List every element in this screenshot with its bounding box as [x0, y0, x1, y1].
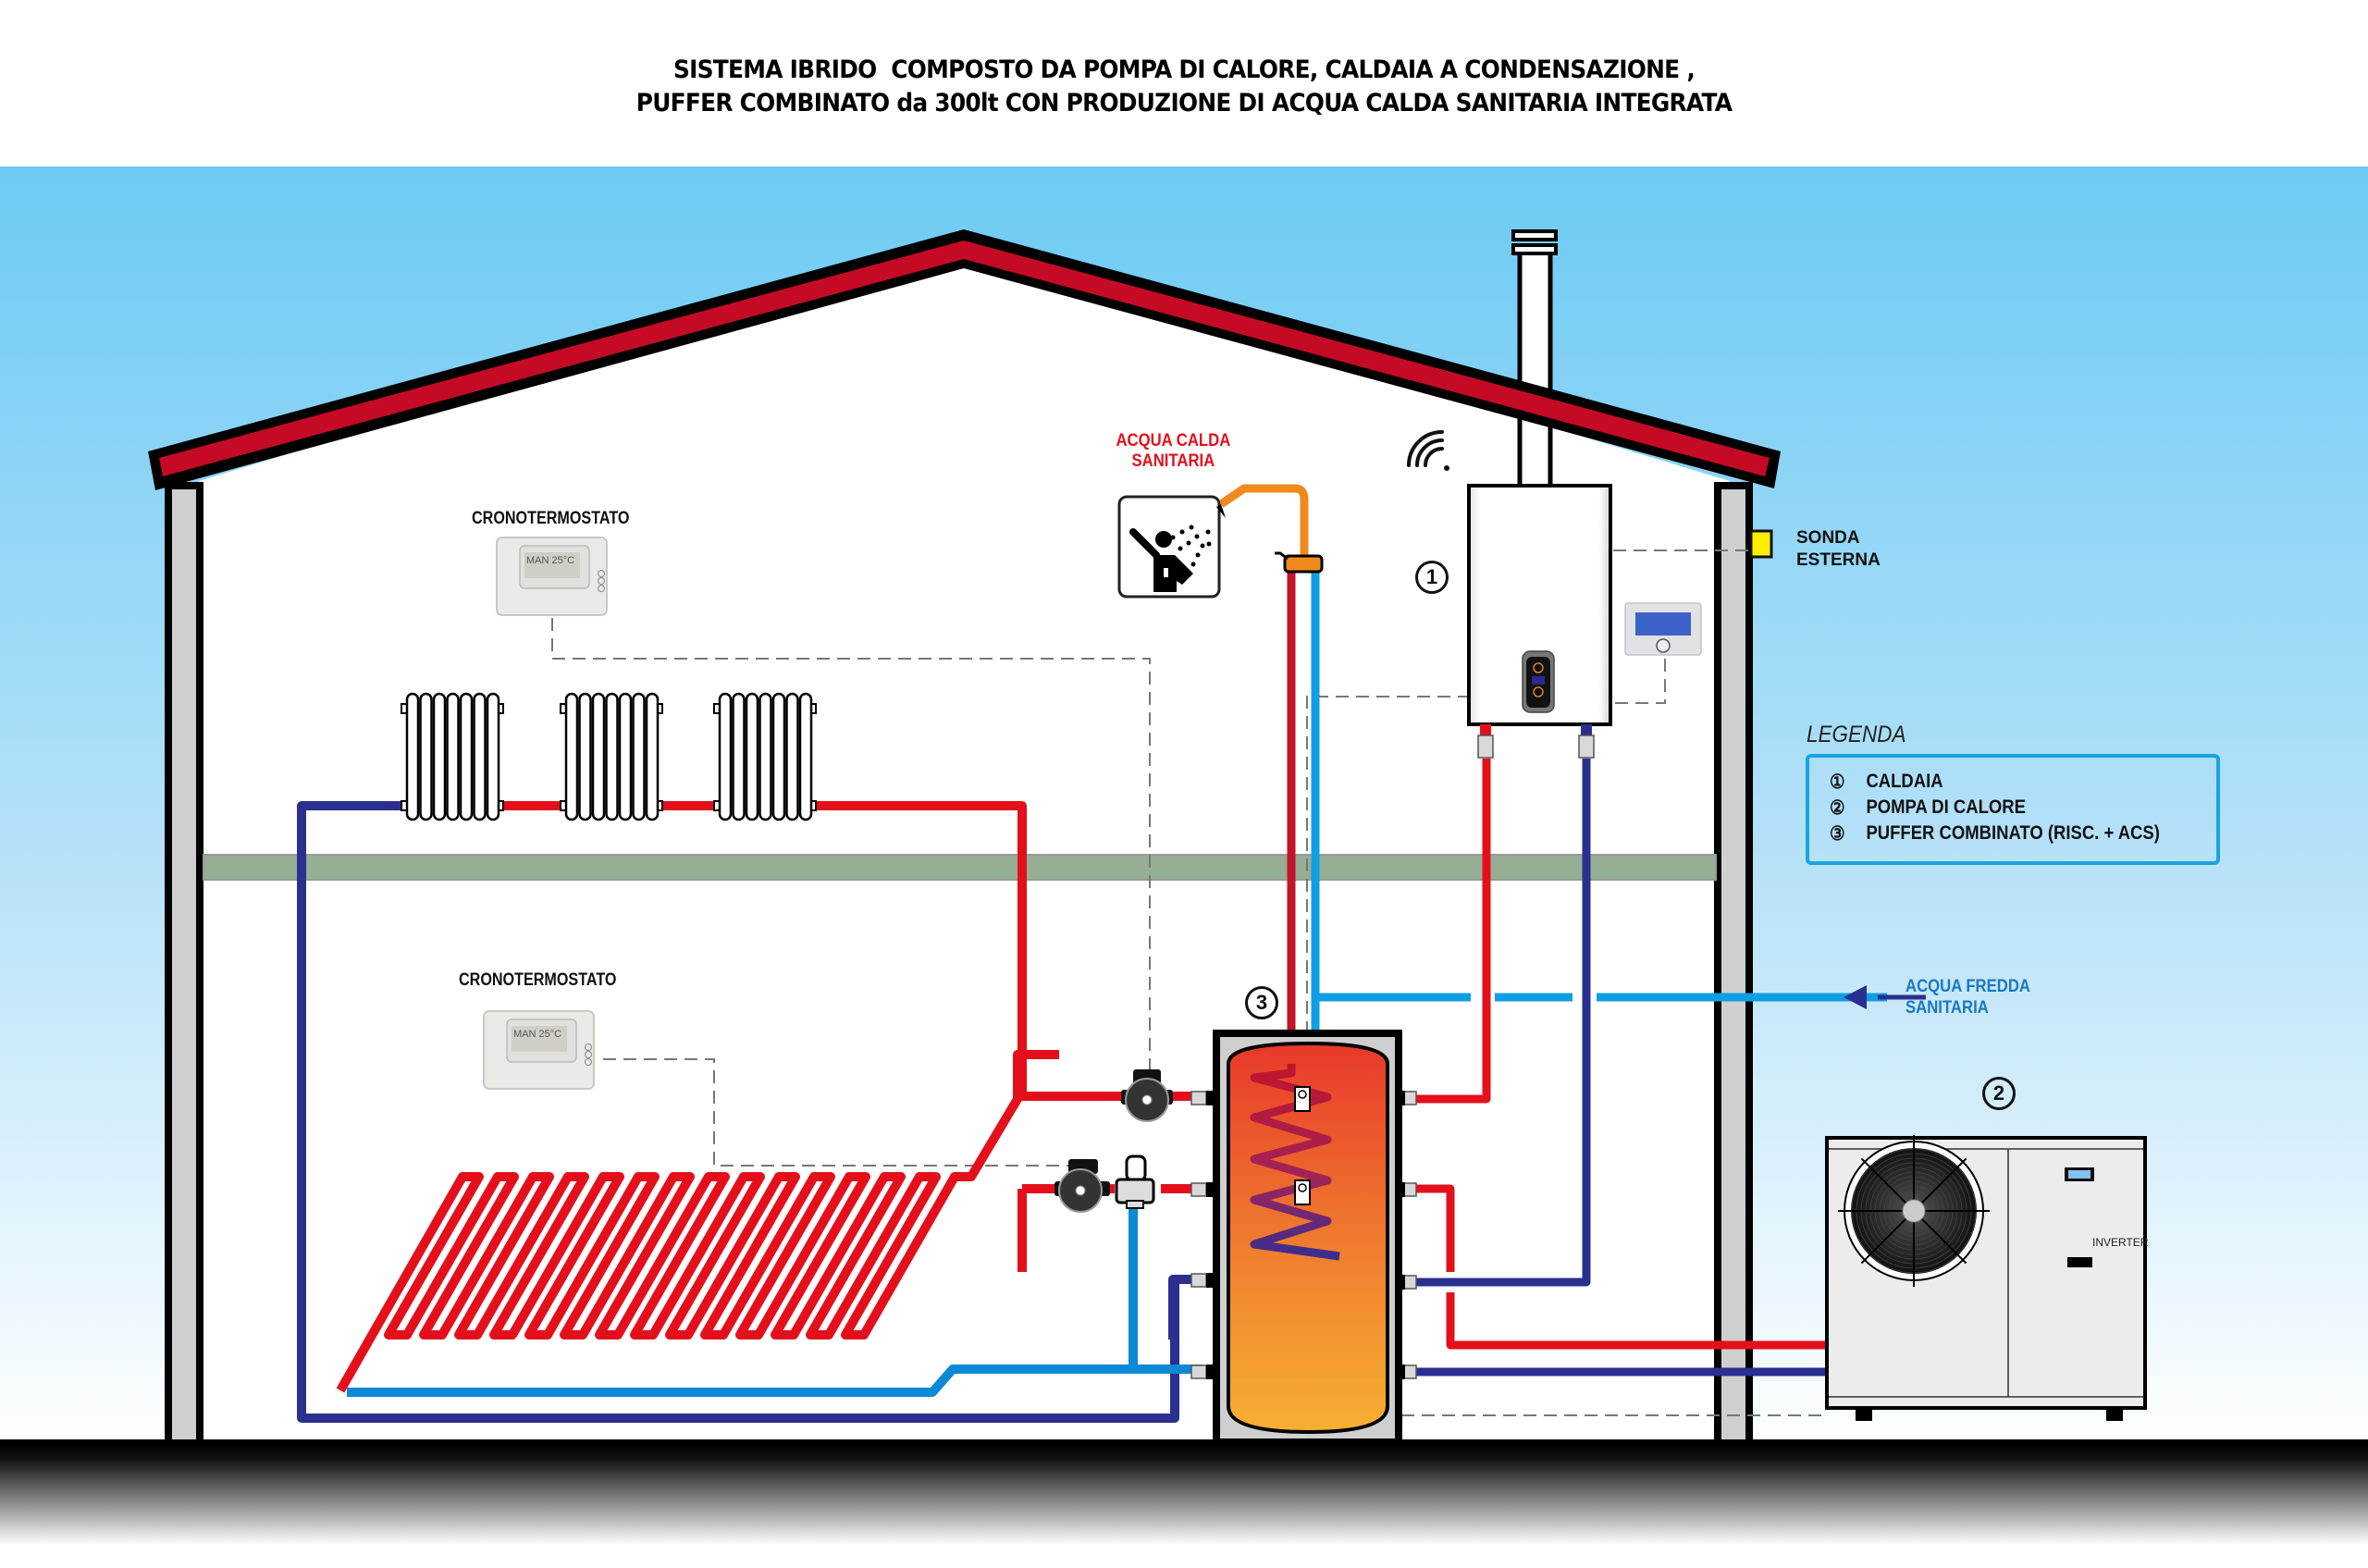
thermostat-lower-label: CRONOTERMOSTATO — [459, 970, 617, 990]
title-line-1: SISTEMA IBRIDO COMPOSTO DA POMPA DI CALO… — [672, 56, 1696, 84]
legend-item-puffer: ③ PUFFER COMBINATO (RISC. + ACS) — [1830, 822, 2160, 846]
thermostat-upper-label: CRONOTERMOSTATO — [472, 509, 630, 528]
marker-puffer: 3 — [1245, 986, 1278, 1019]
legend-box: ① CALDAIA ② POMPA DI CALORE ③ PUFFER COM… — [1806, 754, 2220, 865]
diagram-title: SISTEMA IBRIDO COMPOSTO DA POMPA DI CALO… — [94, 54, 2273, 120]
radiator-icon — [560, 692, 663, 821]
left-wall — [165, 482, 204, 1451]
fan-icon — [1838, 1135, 1990, 1287]
boiler-return-pipe — [1411, 759, 1591, 1287]
arrow-left-icon — [1844, 985, 1926, 1009]
dhw-outlet-pipe — [1218, 484, 1309, 555]
control-wires — [551, 549, 1822, 1416]
heat-pump — [1825, 1135, 2147, 1421]
boiler-flow-pipe — [1411, 759, 1491, 1104]
boiler-pipes — [1411, 759, 1591, 1287]
thermostat-upper-display: MAN 25°C — [526, 555, 575, 566]
legend-label: POMPA DI CALORE — [1866, 796, 2026, 818]
legend-item-boiler: ① CALDAIA — [1830, 771, 1943, 794]
thermostat-lower — [483, 1010, 595, 1090]
ground-line — [0, 1439, 2368, 1447]
circulation-pump-underfloor — [1054, 1159, 1110, 1213]
marker-heat-pump: 2 — [1982, 1077, 2016, 1110]
tank-fittings — [1190, 1091, 1417, 1379]
radiators — [401, 692, 817, 821]
legend-label: PUFFER COMBINATO (RISC. + ACS) — [1866, 822, 2160, 844]
radiator-icon — [401, 692, 504, 821]
circulation-pump-radiators — [1121, 1069, 1173, 1122]
underfloor-coil — [336, 1050, 1059, 1393]
inverter-label: INVERTER — [2092, 1236, 2149, 1249]
marker-boiler: 1 — [1415, 561, 1449, 594]
radiator-flow-pipe — [500, 801, 1124, 1101]
hot-water-label: ACQUA CALDA SANITARIA — [1116, 431, 1231, 471]
ground — [0, 1443, 2368, 1545]
thermostat-lower-display: MAN 25°C — [513, 1029, 562, 1040]
underfloor-return-pipe — [347, 1364, 1202, 1397]
puffer-tank — [1190, 1030, 1417, 1446]
heat-pump-flow-pipe — [1411, 1184, 1832, 1350]
right-wall — [1714, 482, 1753, 1451]
legend-title: LEGENDA — [1807, 722, 1906, 747]
floor-slab — [203, 854, 1717, 881]
outdoor-probe — [1749, 529, 1773, 559]
boiler — [1467, 484, 1612, 759]
legend-symbol: ② — [1830, 797, 1845, 819]
legend-symbol: ① — [1830, 772, 1845, 793]
radiator-icon — [713, 692, 817, 821]
thermostat-upper — [496, 537, 608, 616]
heat-pump-pipes — [1411, 1184, 1832, 1377]
cold-water-label: ACQUA FREDDA SANITARIA — [1906, 977, 2030, 1018]
dhw-mixer — [1283, 554, 1324, 574]
legend-label: CALDAIA — [1866, 771, 1943, 792]
outdoor-probe-label: SONDA ESTERNA — [1796, 528, 1881, 570]
legend-item-heat-pump: ② POMPA DI CALORE — [1830, 796, 2026, 820]
legend-symbol: ③ — [1830, 823, 1845, 845]
puffer-coil — [1250, 1064, 1340, 1261]
boiler-controller — [1624, 602, 1702, 656]
shower-icon — [1117, 495, 1226, 599]
wifi-icon — [1407, 430, 1449, 471]
title-line-2: PUFFER COMBINATO da 300lt CON PRODUZIONE… — [635, 89, 1733, 117]
chimney — [1511, 229, 1558, 493]
mixing-valve-icon — [1115, 1154, 1155, 1209]
